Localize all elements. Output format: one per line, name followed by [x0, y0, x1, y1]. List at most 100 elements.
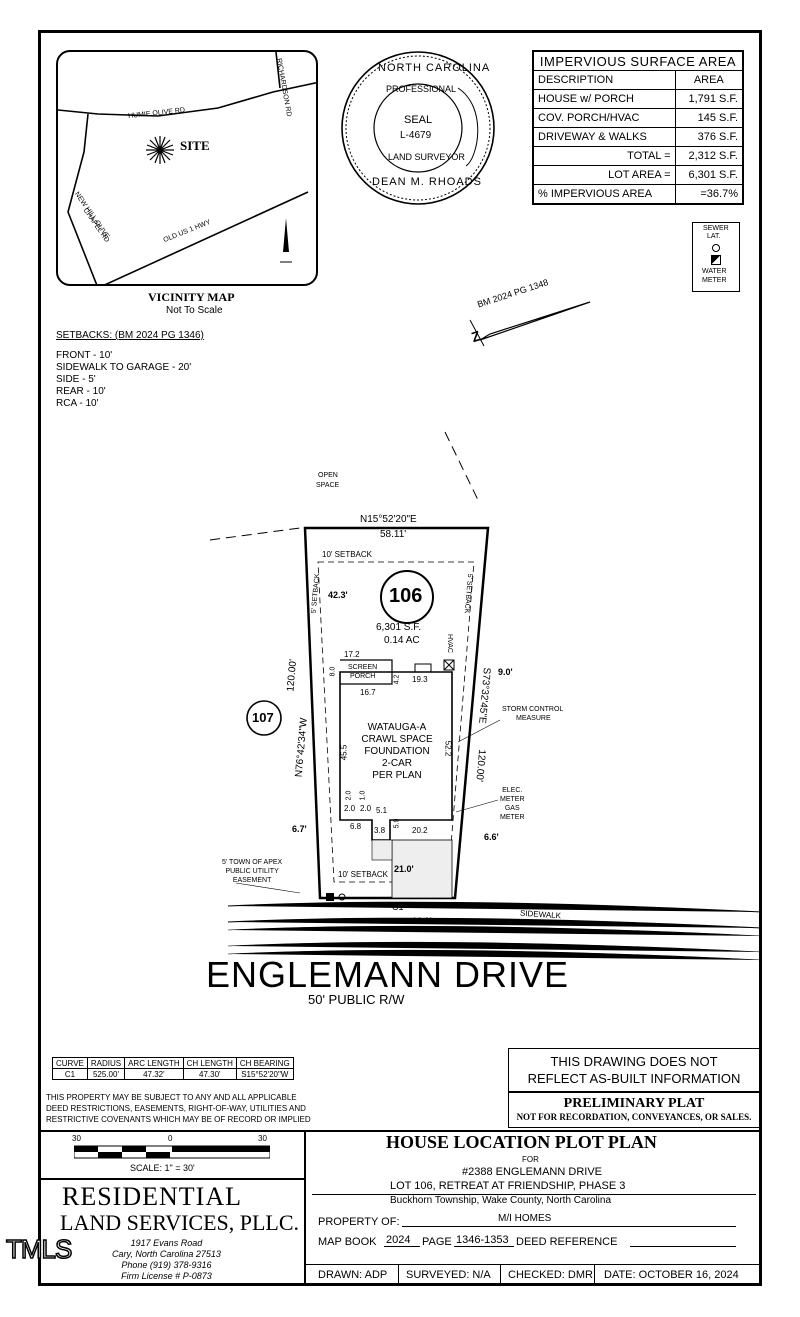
water-meter-icon [711, 255, 721, 265]
prelim-title: PRELIMINARY PLAT [563, 1096, 705, 1111]
dim-label: 3.8 [374, 826, 386, 835]
col-header: RADIUS [86, 1057, 126, 1069]
easement-line: 5' TOWN OF APEX [222, 859, 283, 866]
col-header: CURVE [52, 1057, 88, 1069]
table-cell: 47.32' [124, 1068, 184, 1080]
title-block [38, 1130, 762, 1286]
dim-label: 52.2 [443, 740, 453, 757]
property-label: PROPERTY OF: [318, 1216, 400, 1228]
col-header: CH BEARING [235, 1057, 294, 1069]
setback-front: 10' SETBACK [338, 870, 388, 879]
table-row: % IMPERVIOUS AREA=36.7% [532, 184, 744, 205]
easement-line: EASEMENT [232, 877, 272, 884]
seal-word: SEAL [404, 114, 433, 126]
dim-label: 45.5 [339, 744, 349, 761]
setback-item: REAR - 10' [56, 386, 106, 397]
col-header: AREA [674, 70, 744, 90]
col-header: ARC LENGTH [124, 1057, 184, 1069]
checked-by: CHECKED: DMR [508, 1269, 593, 1281]
note-line: RESTRICTIVE COVENANTS WHICH MAY BE OF RE… [46, 1115, 311, 1124]
house-line: WATAUGA-A [367, 722, 427, 733]
scale-bar [74, 1145, 270, 1159]
dim-label: 16.7 [360, 688, 376, 697]
house-line: FOUNDATION [364, 746, 430, 757]
dim-label: 6.6' [484, 832, 499, 842]
setback-item: FRONT - 10' [56, 350, 113, 361]
plan-address: #2388 ENGLEMANN DRIVE [462, 1166, 602, 1178]
open-space-label: SPACE [316, 482, 340, 489]
house-label: WATAUGA-A CRAWL SPACE FOUNDATION 2-CAR P… [352, 722, 442, 782]
row-area: 145 S.F. [674, 108, 744, 128]
neighbor-lot-number: 107 [252, 710, 274, 725]
pct-value: =36.7% [674, 184, 744, 205]
setbacks-list: FRONT - 10' SIDEWALK TO GARAGE - 20' SID… [56, 350, 191, 410]
walk [371, 839, 393, 861]
seal-professional: PROFESSIONAL [386, 84, 457, 94]
meter-label: METER [500, 796, 525, 803]
street-rw: 50' PUBLIC R/W [308, 992, 405, 1007]
preliminary-plat-box: PRELIMINARY PLAT NOT FOR RECORDATION, CO… [508, 1092, 760, 1128]
plat-sheet [38, 30, 762, 1286]
dim-label: 6.8 [350, 822, 362, 831]
dim-label: 2.0 [345, 790, 353, 801]
scale-label: SCALE: 1" = 30' [130, 1163, 195, 1173]
table-cell: S15°52'20"W [235, 1068, 294, 1080]
page-label: PAGE [422, 1236, 452, 1248]
site-label: SITE [180, 138, 210, 153]
table-cell: C1 [52, 1068, 88, 1080]
dim-label: 19.3 [412, 675, 428, 684]
house-line: CRAWL SPACE [361, 734, 433, 745]
setback-rear: 10' SETBACK [322, 550, 372, 559]
vicinity-title: VICINITY MAP [148, 290, 235, 304]
dim-label: 8.0 [329, 666, 337, 677]
dim-label: 9.0' [498, 667, 513, 677]
house-line: PER PLAN [372, 770, 422, 781]
company-name-1: RESIDENTIAL [62, 1182, 242, 1211]
driveway [391, 839, 453, 899]
company-address: 1917 Evans Road [130, 1238, 203, 1248]
dim-label: 17.2 [344, 650, 360, 659]
drawn-by: DRAWN: ADP [318, 1269, 388, 1281]
notice-line: REFLECT AS-BUILT INFORMATION [527, 1071, 741, 1086]
meter-label: ELEC. [502, 787, 523, 794]
easement-line: PUBLIC UTILITY [225, 868, 279, 875]
porch-label: PORCH [350, 673, 376, 680]
scale-right: 30 [258, 1134, 267, 1143]
col-header: CH LENGTH [182, 1057, 237, 1069]
surveyor-seal: NORTH CAROLINA PROFESSIONAL SEAL L-4679 … [338, 48, 498, 208]
north-arrow-small-icon [280, 218, 292, 263]
seal-title: LAND SURVEYOR [388, 152, 465, 162]
surveyed-by: SURVEYED: N/A [406, 1269, 491, 1281]
vicinity-map: SITE HUMIE OLIVE RD RICHARDSON RD NEW HI… [56, 50, 318, 286]
dim-label: 21.0' [394, 864, 414, 874]
porch-label: SCREEN [348, 664, 378, 671]
company-license: Firm License # P-0873 [121, 1271, 212, 1281]
sewer-cleanout-icon [712, 244, 720, 252]
lot-number: 106 [389, 585, 423, 607]
dim-label: 2.0 [344, 804, 356, 813]
table-row: C1 525.00' 47.32' 47.30' S15°52'20"W [52, 1068, 294, 1080]
plan-lot: LOT 106, RETREAT AT FRIENDSHIP, PHASE 3 [390, 1180, 626, 1192]
meter-label: METER [500, 814, 525, 821]
storm-control-label: STORM CONTROL [502, 706, 564, 713]
easement-label: 5' TOWN OF APEX PUBLIC UTILITY EASEMENT [222, 858, 282, 885]
row-desc: COV. PORCH/HVAC [532, 108, 676, 128]
lot-area-ac: 0.14 AC [384, 635, 420, 646]
dim-label: 16.0' [412, 916, 432, 926]
hvac-label: HVAC [445, 634, 453, 653]
asbuilt-notice: THIS DRAWING DOES NOT REFLECT AS-BUILT I… [508, 1048, 760, 1092]
legend-lat: LAT. [707, 233, 721, 240]
lot-area-sf: 6,301 S.F. [376, 622, 422, 633]
meter-labels: ELEC. METER GAS METER [500, 786, 525, 822]
curve-table: CURVE RADIUS ARC LENGTH CH LENGTH CH BEA… [52, 1057, 294, 1080]
total-label: TOTAL = [532, 146, 676, 166]
curve-label: C1 [392, 902, 404, 912]
dim-label: 6.7' [292, 824, 307, 834]
open-space-label: OPEN [318, 472, 338, 479]
seal-name: DEAN M. RHOADS [372, 176, 482, 188]
setback-line [317, 561, 475, 883]
company-phone: Phone (919) 378-9316 [121, 1260, 212, 1270]
